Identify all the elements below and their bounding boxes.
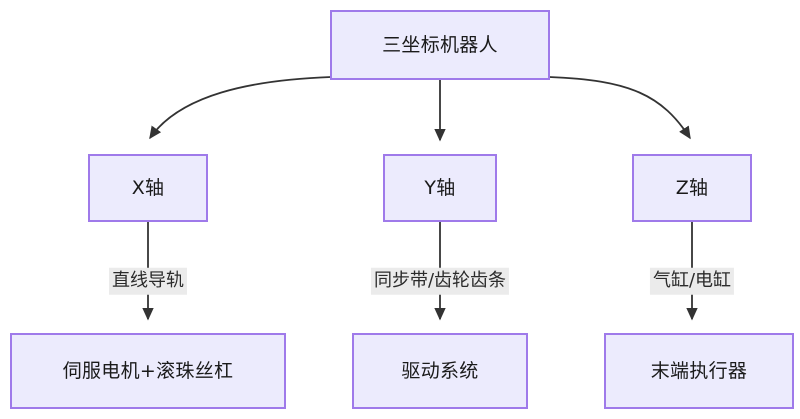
edge-label-cylinder: 气缸/电缸: [649, 267, 735, 295]
node-servo-motor-ball-screw[interactable]: 伺服电机+滚珠丝杠: [10, 333, 286, 409]
node-x-axis[interactable]: X轴: [88, 154, 208, 222]
edge-root-to-x: [149, 76, 332, 140]
edge-label-linear-guide: 直线导轨: [109, 267, 187, 295]
node-label: Z轴: [675, 176, 709, 199]
node-end-effector[interactable]: 末端执行器: [604, 333, 794, 409]
node-label: 伺服电机+滚珠丝杠: [62, 359, 234, 382]
node-drive-system[interactable]: 驱动系统: [352, 333, 528, 409]
edge-label-timing-belt-rack-pinion: 同步带/齿轮齿条: [370, 267, 510, 295]
node-label: 末端执行器: [650, 359, 748, 382]
node-label: X轴: [131, 176, 165, 199]
node-label: Y轴: [424, 176, 456, 199]
node-z-axis[interactable]: Z轴: [632, 154, 752, 222]
edge-root-to-z: [548, 76, 691, 140]
node-root-coordinate-robot[interactable]: 三坐标机器人: [330, 10, 550, 80]
node-label: 三坐标机器人: [382, 33, 498, 56]
node-label: 驱动系统: [401, 359, 479, 382]
node-y-axis[interactable]: Y轴: [383, 154, 497, 222]
